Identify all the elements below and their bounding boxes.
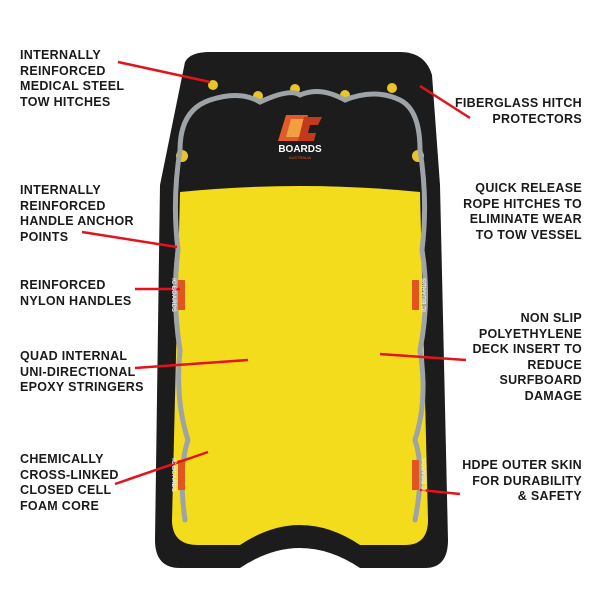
callout-rope-hitches: QUICK RELEASE ROPE HITCHES TO ELIMINATE … <box>463 181 582 242</box>
callout-epoxy-stringers: QUAD INTERNAL UNI-DIRECTIONAL EPOXY STRI… <box>20 349 144 394</box>
side-logo-text: IC BOARDS <box>170 278 176 312</box>
svg-text:BOARDS: BOARDS <box>278 144 322 155</box>
callout-tow-hitches: INTERNALLY REINFORCED MEDICAL STEEL TOW … <box>20 48 125 109</box>
nylon-handles <box>178 280 419 490</box>
callout-leaders <box>81 60 471 496</box>
callout-outer-skin: HDPE OUTER SKIN FOR DURABILITY & SAFETY <box>462 458 582 503</box>
callout-hitch-protectors: FIBERGLASS HITCH PROTECTORS <box>454 96 582 126</box>
svg-text:AUSTRALIA: AUSTRALIA <box>289 155 312 160</box>
side-logo-text: IC BOARDS <box>170 458 176 492</box>
deck-insert <box>172 186 428 545</box>
callout-foam-core: CHEMICALLY CROSS-LINKED CLOSED CELL FOAM… <box>20 452 119 513</box>
side-logo-text: IC BOARDS <box>422 278 428 312</box>
rope-handle <box>172 88 429 523</box>
callout-handle-anchor-points: INTERNALLY REINFORCED HANDLE ANCHOR POIN… <box>20 183 134 244</box>
brand-logo: BOARDS AUSTRALIA <box>278 115 322 160</box>
callout-nylon-handles: REINFORCED NYLON HANDLES <box>20 278 132 308</box>
side-logo-text: IC BOARDS <box>422 458 428 492</box>
callout-deck-insert: NON SLIP POLYETHYLENE DECK INSERT TO RED… <box>472 311 582 403</box>
